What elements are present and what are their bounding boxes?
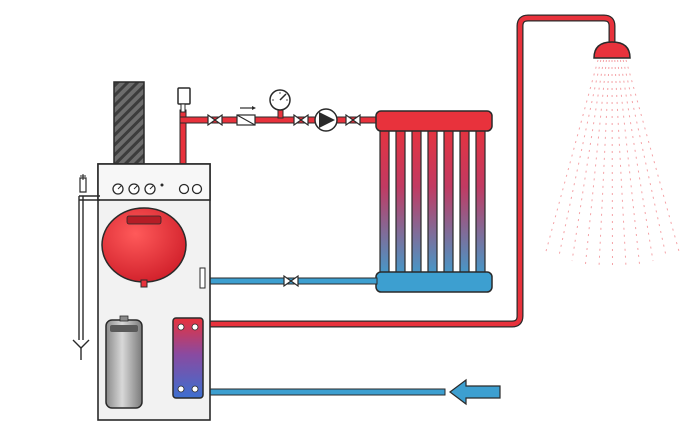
indicator-light bbox=[160, 183, 164, 187]
radiator-section bbox=[443, 123, 454, 281]
gauge-icon bbox=[269, 89, 291, 111]
heat-exchanger-icon bbox=[172, 317, 204, 399]
spray-line bbox=[571, 59, 605, 262]
expansion-tank-icon bbox=[101, 207, 187, 288]
shower-icon bbox=[544, 41, 681, 271]
check-valve-icon bbox=[236, 106, 256, 126]
spray-line bbox=[558, 59, 602, 259]
spray-line bbox=[585, 59, 607, 265]
spray-line bbox=[617, 59, 640, 265]
boiler-icon bbox=[97, 163, 211, 421]
cold-water-inlet-pipe bbox=[206, 388, 446, 396]
flue-chimney bbox=[113, 81, 145, 165]
spray-line bbox=[625, 59, 681, 256]
valve-icon bbox=[345, 113, 361, 127]
radiator-top-header bbox=[375, 110, 493, 132]
valve-icon bbox=[283, 274, 299, 288]
spray-line bbox=[622, 59, 667, 259]
spray-line bbox=[544, 59, 599, 256]
valve-icon bbox=[207, 113, 223, 127]
control-panel bbox=[97, 163, 211, 201]
arrow-left-icon bbox=[449, 378, 501, 406]
spray-line bbox=[611, 59, 613, 271]
chimney-icon bbox=[113, 81, 145, 165]
pump-icon bbox=[314, 108, 338, 132]
button-icon bbox=[178, 183, 190, 195]
control-knobs bbox=[112, 183, 164, 195]
radiator-section bbox=[411, 123, 422, 281]
air-vent-icon bbox=[177, 87, 191, 113]
radiator-sections bbox=[379, 123, 486, 281]
spray-line bbox=[598, 59, 610, 268]
radiator-section bbox=[395, 123, 406, 281]
radiator-section bbox=[459, 123, 470, 281]
spray-line bbox=[619, 59, 654, 262]
spray-line bbox=[614, 59, 627, 268]
radiator-bottom-header bbox=[375, 271, 493, 293]
radiator-icon bbox=[375, 110, 493, 293]
boiler-side-slot bbox=[199, 267, 206, 289]
control-buttons bbox=[178, 183, 203, 195]
radiator-section bbox=[427, 123, 438, 281]
radiator-section bbox=[475, 123, 486, 281]
valve-icon bbox=[293, 113, 309, 127]
cylinder-icon bbox=[105, 315, 143, 409]
safety-relief-line bbox=[72, 174, 100, 360]
radiator-section bbox=[379, 123, 390, 281]
shower-spray bbox=[544, 59, 681, 271]
button-icon bbox=[191, 183, 203, 195]
